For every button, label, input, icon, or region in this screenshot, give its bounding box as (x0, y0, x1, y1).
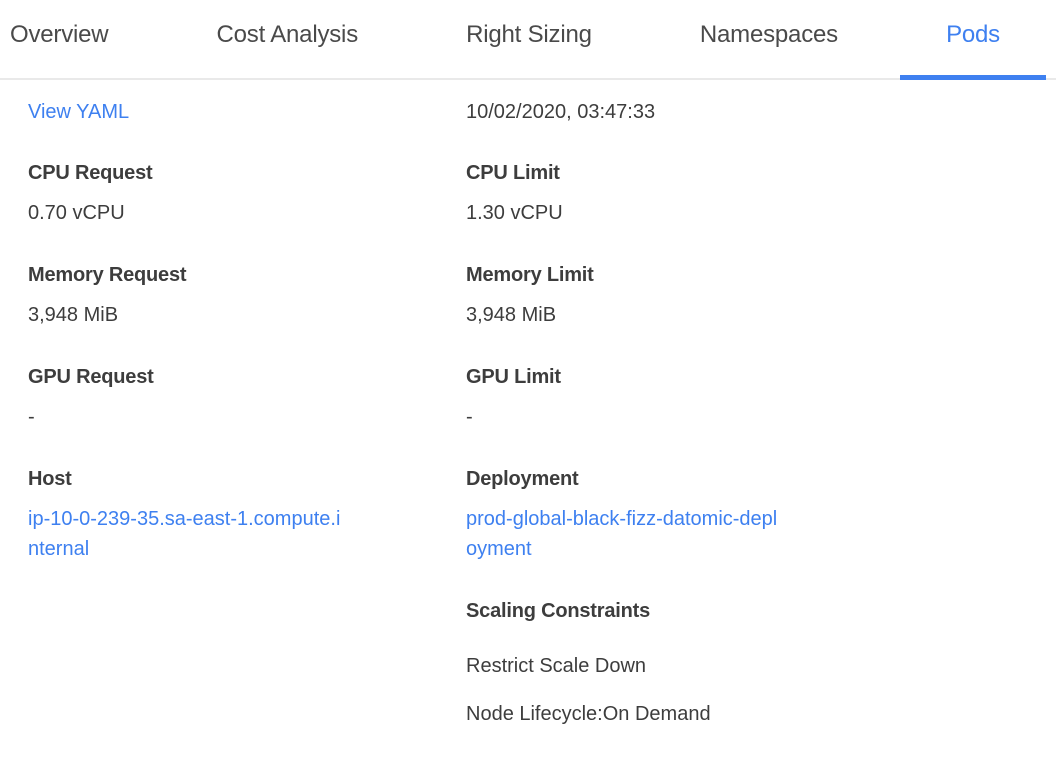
field-label: Scaling Constraints (466, 600, 651, 622)
field-value: 3,948 MiB (28, 304, 119, 326)
field-value: - (466, 406, 473, 428)
field-group-cpu-limit: CPU Limit 1.30 vCPU (466, 158, 904, 228)
tab-bar: Overview Cost Analysis Right Sizing Name… (0, 0, 1056, 80)
field-value: - (28, 406, 35, 428)
field-group-scaling-constraints: Scaling Constraints Restrict Scale Down … (466, 596, 904, 729)
scaling-constraint-item: Node Lifecycle:On Demand (466, 703, 711, 725)
details-column-right: 10/02/2020, 03:47:33 CPU Limit 1.30 vCPU… (466, 97, 904, 758)
field-value: 3,948 MiB (466, 304, 557, 326)
field-group-host: Host ip-10-0-239-35.sa-east-1.compute.in… (28, 464, 466, 564)
deployment-link[interactable]: prod-global-black-fizz-datomic-deploymen… (466, 508, 778, 560)
field-value: 1.30 vCPU (466, 202, 563, 224)
field-group-cpu-request: CPU Request 0.70 vCPU (28, 158, 466, 228)
field-group-gpu-request: GPU Request - (28, 362, 466, 432)
field-group-memory-limit: Memory Limit 3,948 MiB (466, 260, 904, 330)
field-label: Memory Request (28, 264, 187, 286)
field-label: CPU Limit (466, 162, 560, 184)
field-label: CPU Request (28, 162, 153, 184)
field-label: Host (28, 468, 72, 490)
field-label: GPU Request (28, 366, 154, 388)
tab-overview[interactable]: Overview (10, 21, 109, 48)
timestamp: 10/02/2020, 03:47:33 (466, 101, 656, 123)
field-group-gpu-limit: GPU Limit - (466, 362, 904, 432)
field-label: GPU Limit (466, 366, 561, 388)
host-link[interactable]: ip-10-0-239-35.sa-east-1.compute.interna… (28, 508, 341, 560)
field-label: Deployment (466, 468, 579, 490)
tab-right-sizing[interactable]: Right Sizing (466, 21, 592, 48)
field-group-memory-request: Memory Request 3,948 MiB (28, 260, 466, 330)
field-value: 0.70 vCPU (28, 202, 125, 224)
pod-details-panel: View YAML CPU Request 0.70 vCPU Memory R… (0, 80, 1056, 758)
view-yaml-link[interactable]: View YAML (28, 101, 130, 123)
field-group-deployment: Deployment prod-global-black-fizz-datomi… (466, 464, 904, 564)
field-label: Memory Limit (466, 264, 594, 286)
tab-namespaces[interactable]: Namespaces (699, 21, 838, 48)
details-column-left: View YAML CPU Request 0.70 vCPU Memory R… (28, 97, 466, 758)
scaling-constraint-item: Restrict Scale Down (466, 655, 647, 677)
tab-pods[interactable]: Pods (900, 0, 1046, 80)
tab-cost-analysis[interactable]: Cost Analysis (216, 21, 359, 48)
